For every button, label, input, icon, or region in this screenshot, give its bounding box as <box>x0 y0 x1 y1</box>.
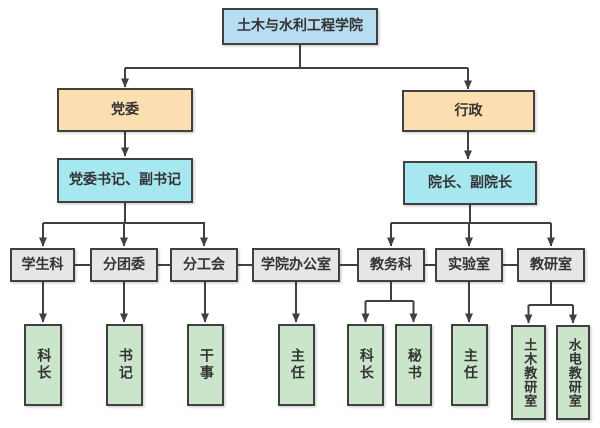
node-league-secretary: 书记 <box>106 324 143 406</box>
node-administration: 行政 <box>402 90 535 132</box>
node-youth-league-branch: 分团委 <box>90 248 158 282</box>
node-laboratory: 实验室 <box>435 248 503 282</box>
node-civil-teaching-office: 土木教研室 <box>511 325 546 420</box>
node-lab-director: 主任 <box>451 324 488 406</box>
node-hydro-teaching-office: 水电教研室 <box>556 325 590 420</box>
node-teaching-research-section: 教研室 <box>517 248 585 282</box>
node-office-director: 主任 <box>278 324 315 406</box>
node-student-affairs-section: 学生科 <box>10 248 75 282</box>
node-academic-secretary: 秘书 <box>395 324 432 406</box>
node-party-secretaries: 党委书记、副书记 <box>57 158 193 203</box>
node-section-chief-academic: 科长 <box>347 324 384 406</box>
node-college-office: 学院办公室 <box>252 248 340 282</box>
node-party-committee: 党委 <box>57 88 193 132</box>
node-college: 土木与水利工程学院 <box>222 8 378 45</box>
node-labor-union-branch: 分工会 <box>170 248 238 282</box>
node-union-clerk: 干事 <box>187 324 224 406</box>
node-deans: 院长、副院长 <box>403 161 537 205</box>
node-section-chief-student: 科长 <box>24 324 62 406</box>
node-academic-affairs-section: 教务科 <box>357 248 425 282</box>
